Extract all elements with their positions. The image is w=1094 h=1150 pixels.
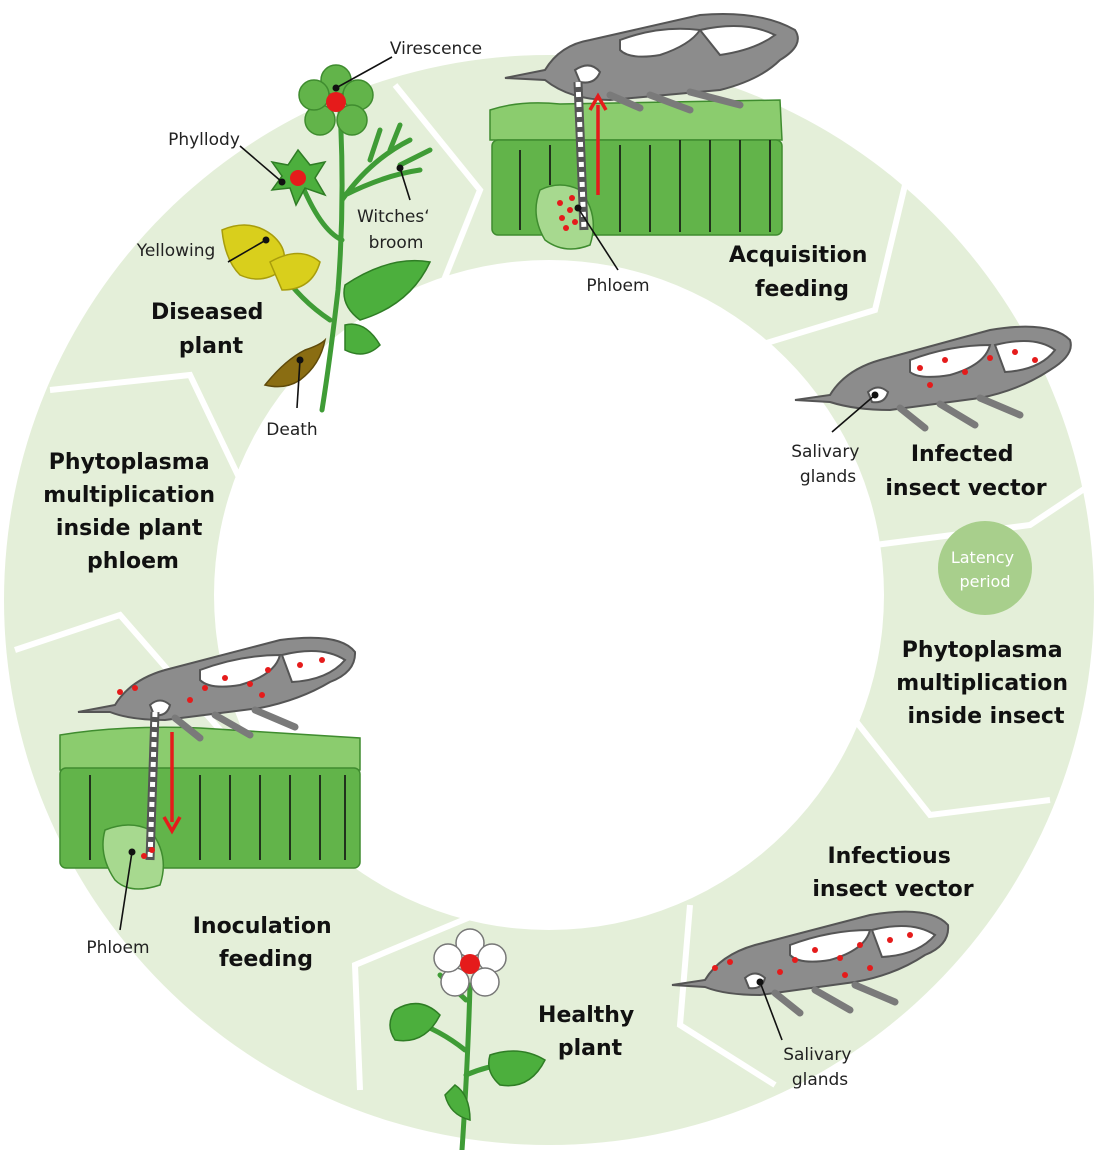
infected-insect-illustration: Salivary glands xyxy=(791,325,1072,487)
acquisition-feeding-illustration: Phloem xyxy=(489,13,799,296)
stage-acquisition-feeding: Acquisition feeding xyxy=(729,243,875,302)
label-phloem-left: Phloem xyxy=(86,938,149,958)
inoculation-feeding-illustration: Phloem xyxy=(59,636,361,958)
plant-tissue-section xyxy=(489,99,783,250)
stage-healthy-plant: Healthy plant xyxy=(538,1003,642,1061)
phytoplasma-dots-phloem-top xyxy=(557,195,578,231)
leafhopper-feeding-left xyxy=(77,636,357,861)
label-yellowing: Yellowing xyxy=(136,241,216,261)
label-virescence: Virescence xyxy=(390,39,482,59)
phytoplasma-dots-infected-insect xyxy=(917,349,1038,388)
virescence-flower xyxy=(298,64,374,136)
label-witches-broom: Witches‘ broom xyxy=(357,207,435,253)
leafhopper-feeding-top xyxy=(504,13,799,231)
healthy-flower xyxy=(433,928,507,997)
svg-text:Latency period: Latency period xyxy=(951,548,1019,591)
label-salivary-glands-right: Salivary glands xyxy=(791,442,865,487)
diseased-plant-labels: Virescence Phyllody Witches‘ broom Yello… xyxy=(136,39,482,440)
stage-phytoplasma-multiplication-insect: Phytoplasma multiplication inside insect xyxy=(896,638,1075,729)
stage-inoculation-feeding: Inoculation feeding xyxy=(193,914,340,972)
latency-period-badge: Latency period xyxy=(938,521,1032,615)
diseased-plant-illustration xyxy=(221,64,433,413)
infectious-insect-illustration: Salivary glands xyxy=(671,910,950,1090)
stage-diseased-plant: Diseased plant xyxy=(151,300,271,359)
stage-phytoplasma-multiplication-phloem: Phytoplasma multiplication inside plant … xyxy=(43,450,222,574)
phytoplasma-dots-infectious-insect xyxy=(712,932,913,978)
ring-separators xyxy=(14,83,1092,1091)
label-salivary-glands-bottom: Salivary glands xyxy=(783,1045,857,1090)
stage-infectious-insect-vector: Infectious insect vector xyxy=(812,844,973,902)
healthy-plant-illustration xyxy=(389,928,546,1150)
label-phloem-top: Phloem xyxy=(586,276,649,296)
label-death: Death xyxy=(266,420,317,440)
phyllody-flower xyxy=(270,148,327,207)
phytoplasma-dots-inoculating-insect xyxy=(117,657,325,703)
stage-infected-insect-vector: Infected insect vector xyxy=(885,442,1046,501)
label-phyllody: Phyllody xyxy=(168,130,240,150)
plant-tissue-section-left xyxy=(59,726,361,890)
